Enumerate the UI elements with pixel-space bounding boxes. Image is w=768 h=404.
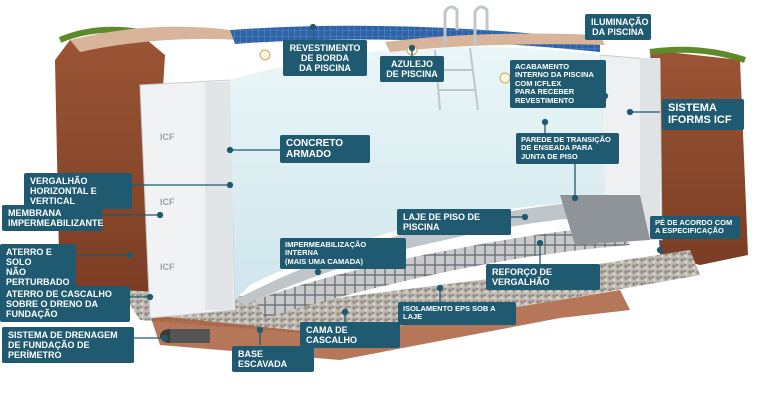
label-revestimento-borda: REVESTIMENTO DE BORDA DA PISCINA	[283, 40, 367, 77]
icf-brand-mark: ICF	[160, 197, 175, 207]
label-impermeabilizacao: IMPERMEABILIZAÇÃO INTERNA (MAIS UMA CAMA…	[280, 238, 406, 270]
icf-brand-mark: ICF	[160, 262, 175, 272]
label-iluminacao: ILUMINAÇÃO DA PISCINA	[585, 14, 651, 41]
icf-wall-left: ICF ICF ICF	[139, 79, 236, 319]
label-concreto-armado: CONCRETO ARMADO	[280, 135, 370, 164]
label-sistema-drenagem: SISTEMA DE DRENAGEM DE FUNDAÇÃO DE PERÍM…	[2, 327, 134, 364]
label-pe-acordo: PÉ DE ACORDO COM A ESPECIFICAÇÃO	[650, 216, 740, 239]
label-azulejo: AZULEJO DE PISCINA	[380, 56, 444, 83]
label-membrana: MEMBRANA IMPERMEABILIZANTE	[2, 205, 104, 232]
label-aterro-cascalho: ATERRO DE CASCALHO SOBRE O DRENO DA FUND…	[0, 286, 130, 323]
icf-brand-mark: ICF	[160, 132, 175, 142]
label-laje-piso: LAJE DE PISO DE PISCINA	[397, 209, 511, 236]
label-vergalhao: VERGALHÃO HORIZONTAL E VERTICAL	[24, 173, 132, 210]
label-acabamento: ACABAMENTO INTERNO DA PISCINA COM ICFLEX…	[510, 60, 606, 108]
floor-rebar	[255, 225, 630, 318]
label-cama-cascalho: CAMA DE CASCALHO	[300, 322, 400, 349]
label-reforco: REFORÇO DE VERGALHÃO	[486, 264, 600, 291]
drain-pipe	[160, 329, 210, 343]
icf-wall-right	[599, 54, 663, 241]
label-sistema-iforms: SISTEMA IFORMS ICF	[662, 99, 744, 130]
label-isolamento: ISOLAMENTO EPS SOB A LAJE	[398, 302, 516, 325]
label-base-escavada: BASE ESCAVADA	[232, 346, 314, 373]
label-parede-transicao: PAREDE DE TRANSIÇÃO DE ENSEADA PARA JUNT…	[516, 133, 619, 165]
label-aterro-solo: ATERRO E SOLO NÃO PERTURBADO	[0, 244, 76, 291]
coping-and-tile	[70, 25, 605, 52]
transition-step	[560, 195, 650, 245]
